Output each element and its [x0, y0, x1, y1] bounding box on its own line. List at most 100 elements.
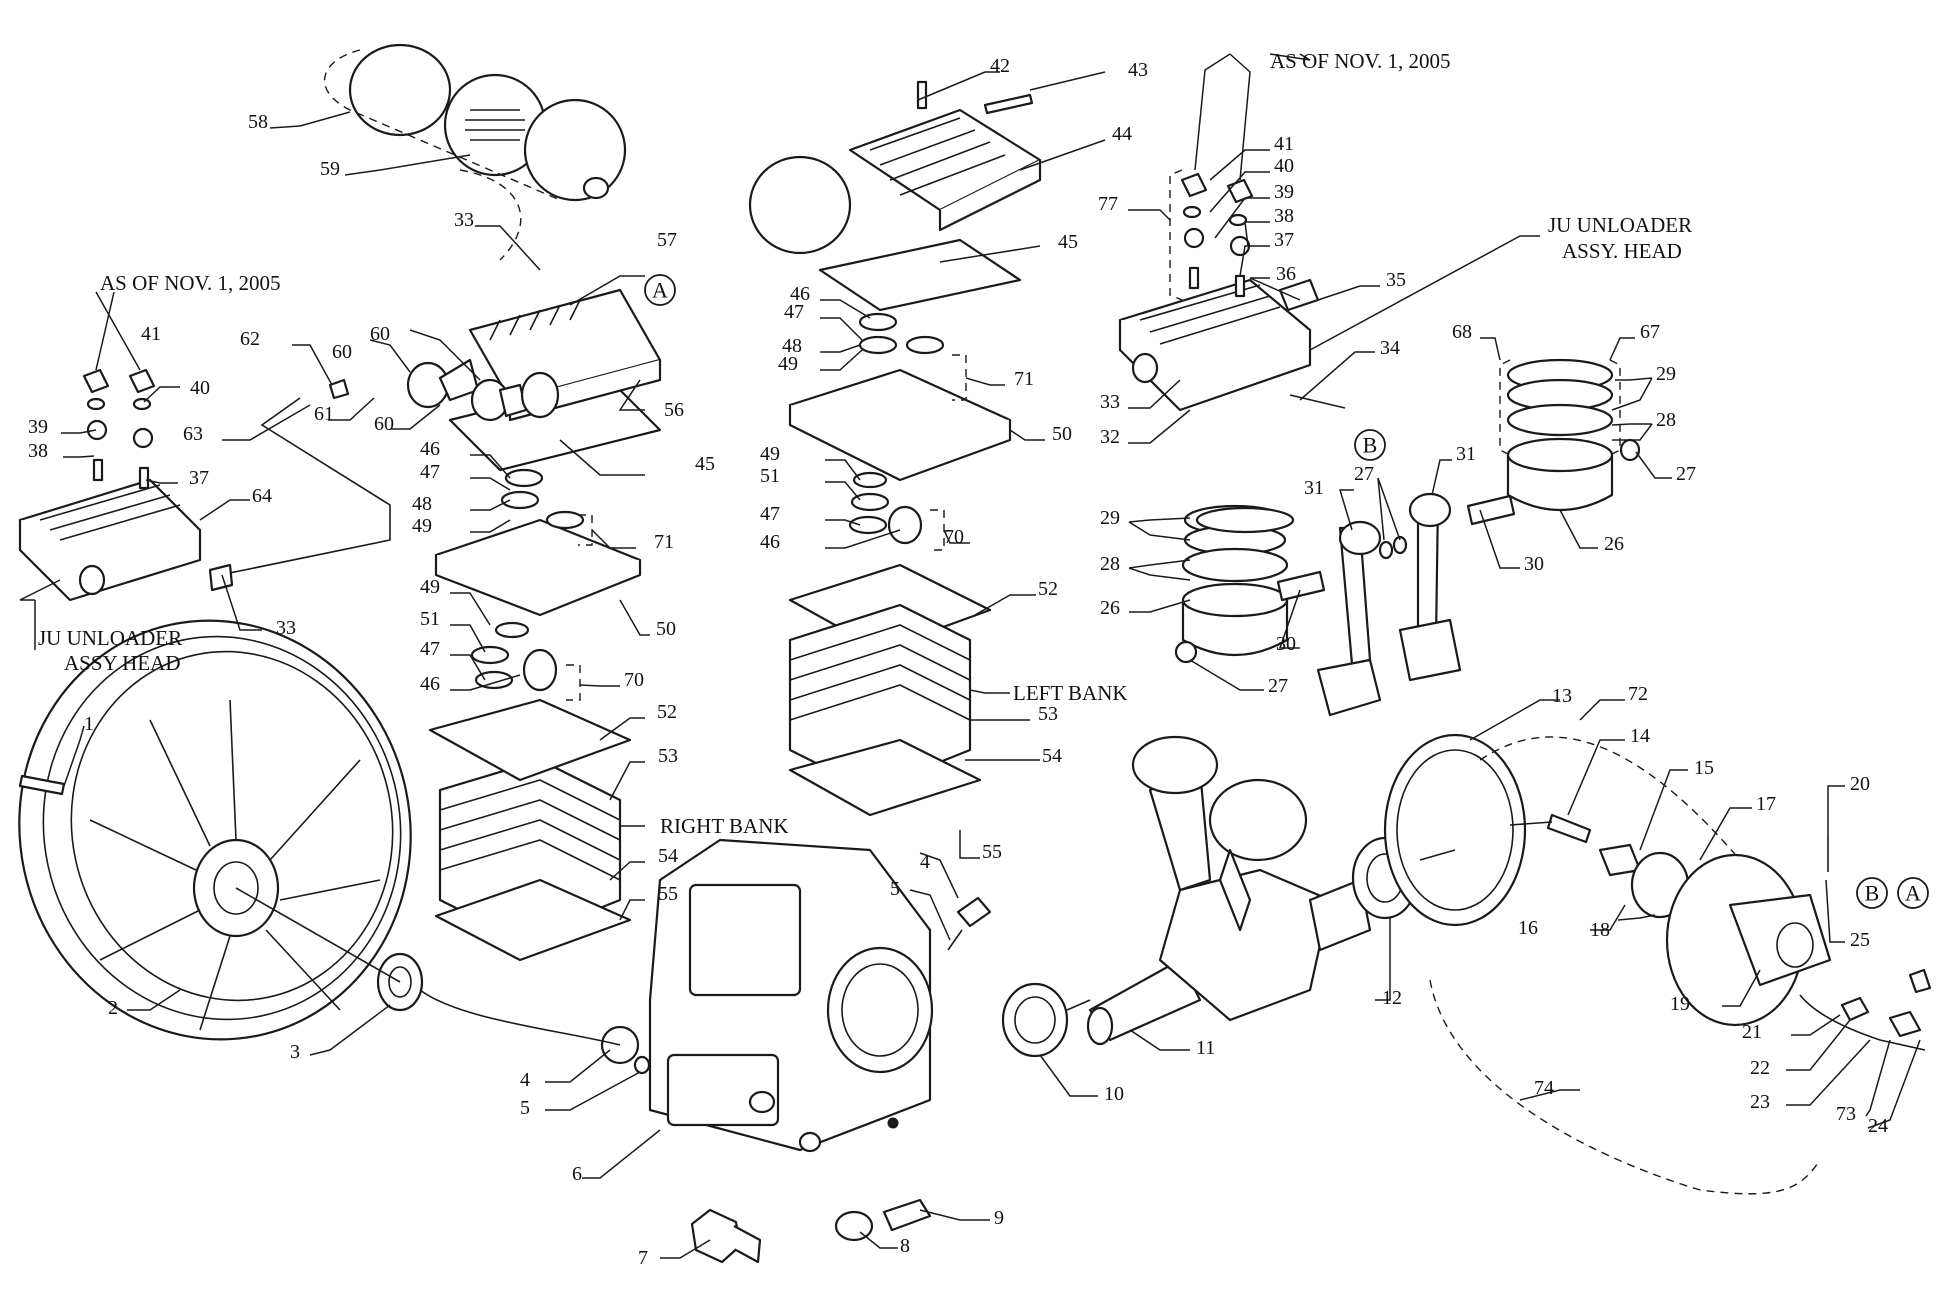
part-label-p70b: 70: [944, 526, 964, 548]
part-label-p6: 6: [572, 1163, 582, 1185]
part-label-p33c: 33: [1100, 391, 1120, 413]
part-label-p54b: 54: [1042, 745, 1062, 767]
part-label-p57: 57: [657, 229, 677, 251]
part-label-p36: 36: [1276, 263, 1296, 285]
head-gasket-left: [818, 238, 1022, 312]
part-label-p2: 2: [108, 997, 118, 1019]
head-assembly-outline: [459, 169, 522, 261]
part-label-p49d: 49: [760, 443, 780, 465]
part-label-p70a: 70: [624, 669, 644, 691]
cylinder-head-left: [748, 80, 1042, 255]
part-label-p60b: 60: [332, 341, 352, 363]
governor-kit-outline: [1429, 736, 1821, 1195]
fitting-62: [328, 378, 350, 400]
part-label-p7: 7: [638, 1247, 648, 1269]
part-label-p49c: 49: [778, 353, 798, 375]
governor-spring: [1546, 813, 1592, 844]
part-label-p16: 16: [1518, 917, 1538, 939]
part-label-p3: 3: [290, 1041, 300, 1063]
valve-kit-70-outline-b: [930, 509, 945, 551]
part-label-p10: 10: [1104, 1083, 1124, 1105]
callout-a-top: A: [644, 274, 676, 306]
rear-bearing-cover: [1665, 853, 1832, 1027]
notes: AS OF NOV. 1, 2005 AS OF NOV. 1, 2005 JU…: [38, 49, 1692, 838]
part-label-p53b: 53: [1038, 703, 1058, 725]
part-label-p22: 22: [1750, 1057, 1770, 1079]
part-label-p44: 44: [1112, 123, 1132, 145]
wrist-pin-left: [1276, 570, 1326, 602]
part-label-p41b: 41: [1274, 133, 1294, 155]
breather-plug: [956, 896, 992, 928]
part-label-p27b: 27: [1354, 463, 1374, 485]
part-label-p59: 59: [320, 158, 340, 180]
part-label-p39a: 39: [28, 416, 48, 438]
part-label-p30a: 30: [1524, 553, 1544, 575]
bearing-front: [1001, 982, 1069, 1058]
part-label-p77: 77: [1098, 193, 1118, 215]
connecting-rod-left: [1316, 520, 1382, 717]
part-label-p47d: 47: [760, 503, 780, 525]
part-label-p4a: 4: [920, 851, 930, 873]
fitting-21: [1840, 996, 1870, 1022]
part-label-p47a: 47: [420, 461, 440, 483]
base-gasket-left: [788, 738, 982, 817]
unloader-tube: [1799, 994, 1926, 1051]
part-label-p71b: 71: [1014, 368, 1034, 390]
part-label-p46a: 46: [420, 438, 440, 460]
shaft-key: [18, 774, 66, 796]
part-label-p40a: 40: [190, 377, 210, 399]
part-label-p15: 15: [1694, 757, 1714, 779]
part-label-p20: 20: [1850, 773, 1870, 795]
part-label-p29a: 29: [1656, 363, 1676, 385]
part-label-p52a: 52: [657, 701, 677, 723]
part-label-p45b: 45: [695, 453, 715, 475]
part-label-p13: 13: [1552, 685, 1572, 707]
part-label-p12: 12: [1382, 987, 1402, 1009]
callout-a-bottom: A: [1897, 877, 1929, 909]
pipe-nipple: [882, 1198, 932, 1232]
valve-parts-right: [470, 468, 585, 692]
flywheel-pulley: [18, 619, 412, 1041]
part-label-p37a: 37: [189, 467, 209, 489]
part-label-p56: 56: [664, 399, 684, 421]
part-label-p5a: 5: [890, 878, 900, 900]
part-label-p72: 72: [1628, 683, 1648, 705]
crankcase: [648, 838, 934, 1153]
fitting-25: [1908, 968, 1932, 994]
part-label-p60c: 60: [374, 413, 394, 435]
part-label-p1: 1: [84, 713, 94, 735]
part-label-p31b: 31: [1304, 477, 1324, 499]
part-label-p33a: 33: [454, 209, 474, 231]
note-ju-left-2: ASSY HEAD: [64, 651, 180, 675]
svg-text:B: B: [1363, 433, 1378, 458]
part-label-p4b: 4: [520, 1069, 530, 1091]
intake-elbow: [406, 358, 560, 422]
part-label-p46d: 46: [760, 531, 780, 553]
part-label-p37b: 37: [1274, 229, 1294, 251]
part-label-p55b: 55: [982, 841, 1002, 863]
leader-lines: [19, 53, 1921, 1259]
valve-kit-70-outline-a: [566, 664, 581, 701]
piston-right: [1506, 358, 1641, 511]
part-label-p27a: 27: [1676, 463, 1696, 485]
part-label-p9: 9: [994, 1207, 1004, 1229]
part-label-p46b: 46: [420, 673, 440, 695]
part-label-p31a: 31: [1456, 443, 1476, 465]
svg-text:A: A: [652, 278, 668, 303]
part-label-p53a: 53: [658, 745, 678, 767]
part-label-p71a: 71: [654, 531, 674, 553]
wrist-pin-right: [1466, 494, 1516, 526]
drawing-layer: [18, 43, 1932, 1264]
piston-rings-left: [1195, 506, 1295, 534]
cylinder-left-bank: [788, 603, 972, 792]
note-ju-left-1: JU UNLOADER: [38, 626, 182, 650]
part-label-p28a: 28: [1656, 409, 1676, 431]
part-label-p5b: 5: [520, 1097, 530, 1119]
callout-b-bottom: B: [1856, 877, 1888, 909]
part-label-p28b: 28: [1100, 553, 1120, 575]
part-label-p14: 14: [1630, 725, 1650, 747]
part-label-p74: 74: [1534, 1077, 1554, 1099]
part-label-p63: 63: [183, 423, 203, 445]
note-ju-right-1: JU UNLOADER: [1548, 213, 1692, 237]
